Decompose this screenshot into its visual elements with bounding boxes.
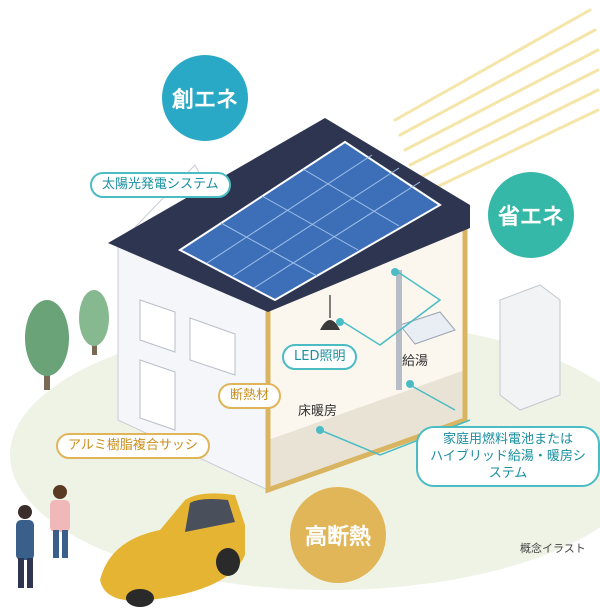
label-fuelcell-line2: ハイブリッド給湯・暖房システム (430, 449, 586, 481)
fuel-cell-unit (499, 284, 561, 411)
concept-note: 概念イラスト (520, 542, 586, 555)
badge-souene-text: 創エネ (171, 88, 238, 113)
solar-panel-grid (206, 154, 421, 289)
badge-shouene: 省エネ (488, 172, 574, 258)
car (100, 493, 245, 607)
bath-unit (399, 311, 456, 345)
sun-rays (393, 8, 600, 197)
label-fuelcell: 家庭用燃料電池または ハイブリッド給湯・暖房システム (416, 426, 600, 487)
label-sash: アルミ樹脂複合サッシ (56, 433, 210, 459)
badge-souene: 創エネ (162, 55, 248, 141)
badge-koudannetsu: 高断熱 (290, 487, 386, 583)
label-led: LED照明 (282, 344, 358, 370)
window-2 (189, 317, 236, 376)
house-floor (268, 370, 465, 490)
badge-koudannetsu-text: 高断熱 (304, 525, 371, 550)
label-yukadanbo: 床暖房 (298, 404, 338, 419)
label-solar: 太陽光発電システム (90, 172, 231, 198)
door (139, 359, 176, 431)
ceiling-lamp (320, 320, 340, 330)
solar-panel-array (178, 140, 442, 302)
tree-left (25, 300, 69, 390)
badge-shouene-text: 省エネ (497, 205, 564, 230)
label-kyuto: 給湯 (402, 354, 429, 369)
window-1 (139, 299, 176, 353)
people (16, 485, 70, 588)
label-dannetsu: 断熱材 (218, 383, 282, 409)
label-fuelcell-line1: 家庭用燃料電池または (442, 432, 573, 447)
tree-right (79, 290, 109, 355)
